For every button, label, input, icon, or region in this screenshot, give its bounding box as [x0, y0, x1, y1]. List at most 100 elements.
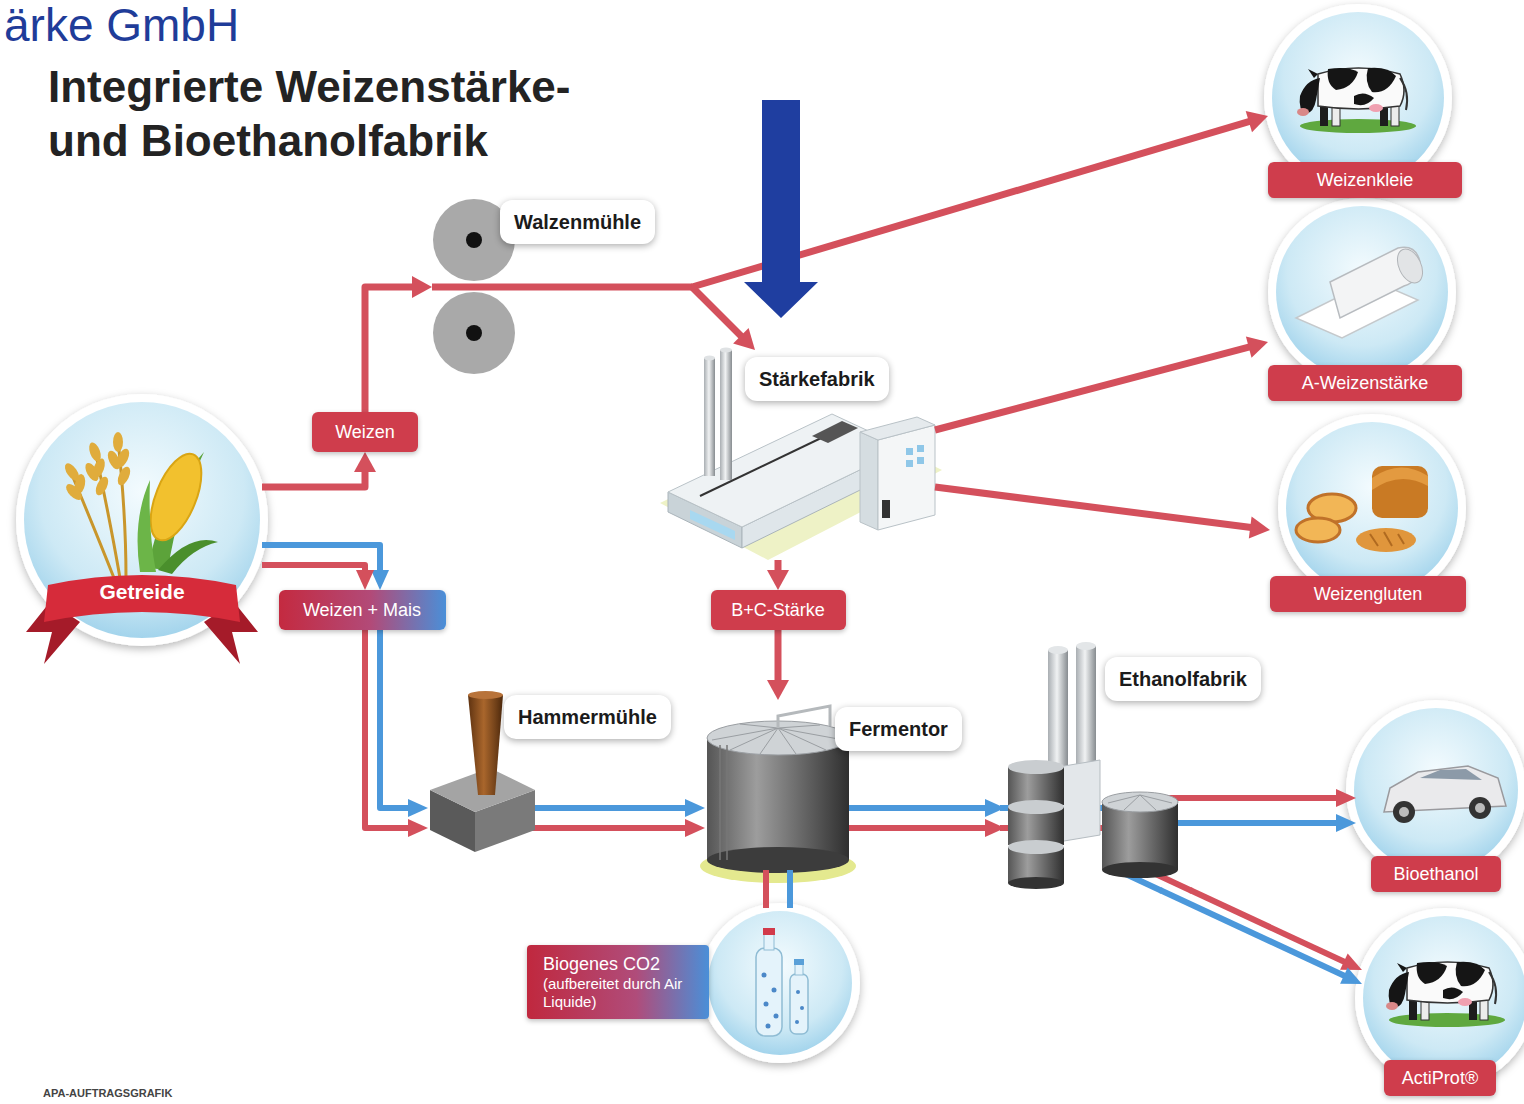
ethanol-plant: [1048, 646, 1068, 654]
hammer-mill: [468, 695, 503, 795]
bottle-icon: [764, 934, 774, 950]
bottle-icon: [774, 1014, 779, 1019]
flow-line-segment: [520, 825, 680, 831]
credit-note: APA-AUFTRAGSGRAFIK: [43, 1086, 172, 1100]
stream-tag: Weizen + Mais: [279, 590, 446, 630]
arrow-head: [767, 680, 789, 700]
starch-factory: [860, 432, 878, 530]
bread-icon: [1356, 528, 1416, 552]
arrow-head: [408, 799, 428, 817]
ethanol-plant: [1008, 877, 1064, 889]
arrow-head: [356, 570, 374, 590]
icon-circle: [708, 911, 852, 1055]
equipment-label: Fermentor: [835, 707, 962, 751]
flow-line-segment: [1160, 820, 1282, 826]
flow-line: [1275, 820, 1343, 826]
plant-node: Stärkefabrik: [662, 350, 935, 560]
fermenter-tank: [778, 725, 820, 728]
equipment-label: Stärkefabrik: [745, 357, 889, 401]
flow-line: [935, 345, 1255, 430]
gas-label-box: Biogenes CO2(aufbereitet durch Air Liqui…: [527, 945, 709, 1019]
flow-connector: [692, 287, 755, 350]
flow-line-segment: [1160, 795, 1282, 801]
bottle-icon: [764, 1002, 769, 1007]
arrow-head: [1249, 517, 1270, 539]
bread-icon: [1370, 532, 1404, 546]
product-label: A-Weizenstärke: [1268, 365, 1462, 401]
fermenter-tank: [720, 745, 727, 860]
car-icon: [1469, 797, 1491, 819]
flow-connector: [1160, 890, 1362, 984]
bottle-icon: [800, 1006, 804, 1010]
flow-line: [365, 287, 419, 412]
ethanol-plant: [1102, 862, 1178, 878]
grain-icon: [115, 465, 133, 487]
arrow-head: [685, 819, 705, 837]
flow-line: [787, 870, 793, 908]
bottle-icon: [762, 973, 805, 1029]
starch-factory: [690, 510, 735, 540]
roller-mill: [466, 232, 482, 248]
stream-label: Weizen: [312, 412, 418, 452]
cow-icon: [1297, 68, 1505, 1027]
fermenter-tank: [712, 728, 778, 740]
equipment-label: Hammermühle: [504, 695, 671, 739]
icon-circle: [1346, 700, 1524, 880]
fermenter-tank: [707, 847, 849, 873]
product-label: Bioethanol: [1371, 856, 1501, 892]
flow-line: [692, 287, 746, 341]
grain-icon: [140, 447, 212, 547]
product-circle: A-Weizenstärke: [1268, 205, 1462, 401]
grain-icon: [62, 432, 218, 578]
starch-factory: [704, 358, 715, 476]
car-icon: [1393, 801, 1415, 823]
arrow-head: [685, 799, 705, 817]
car-icon: [1384, 766, 1506, 823]
ethanol-plant: [1108, 795, 1172, 810]
fermenter-tank: [760, 728, 778, 754]
icon-circle: [16, 4, 1524, 1088]
grain-icon: [62, 432, 133, 503]
arrow-head: [1340, 953, 1362, 970]
bottle-icon: [772, 988, 777, 993]
grain-icon: [70, 470, 114, 578]
grain-icon: [70, 440, 126, 578]
flow-line-segment: [840, 805, 970, 811]
icon-circle: [700, 903, 860, 1063]
stream-label: B+C-Stärke: [711, 590, 846, 630]
starch-factory: [878, 425, 935, 530]
diagram-title: Integrierte Weizenstärke- und Bioethanol…: [48, 60, 628, 168]
flow-connector: [766, 870, 790, 908]
flow-connector: [365, 630, 428, 837]
starch-factory: [906, 448, 913, 455]
flow-line: [763, 870, 769, 908]
arrow-head: [1246, 337, 1268, 358]
banner-label: Getreide: [22, 579, 262, 605]
arrow-head: [1340, 967, 1362, 984]
flow-connector: [767, 560, 789, 590]
arrow-head: [733, 328, 755, 350]
fermenter-tank: [712, 724, 844, 754]
flow-line: [1160, 890, 1350, 979]
car-icon: [1420, 769, 1482, 780]
flow-connector: [767, 630, 789, 700]
flow-connector: [962, 799, 1005, 837]
arrow-head: [1336, 789, 1356, 807]
flow-line-segment: [432, 284, 692, 291]
ethanol-plant: [1008, 800, 1064, 814]
flow-connector: [935, 487, 1270, 538]
plant-node: Ethanolfabrik: [1005, 640, 1275, 890]
bottle-icon: [790, 974, 808, 1034]
starch-factory: [720, 350, 732, 480]
bottle-icon: [762, 973, 767, 978]
car-icon: [1475, 803, 1485, 813]
starch-factory: [720, 348, 732, 353]
flow-line: [365, 630, 415, 828]
product-circle: Weizengluten: [1270, 420, 1466, 612]
product-circle: Weizenkleie: [1268, 10, 1462, 198]
roller-mill: [433, 292, 515, 374]
grain-icon: [63, 481, 84, 502]
hammer-mill: [468, 691, 503, 699]
icon-circle: [1276, 206, 1448, 378]
